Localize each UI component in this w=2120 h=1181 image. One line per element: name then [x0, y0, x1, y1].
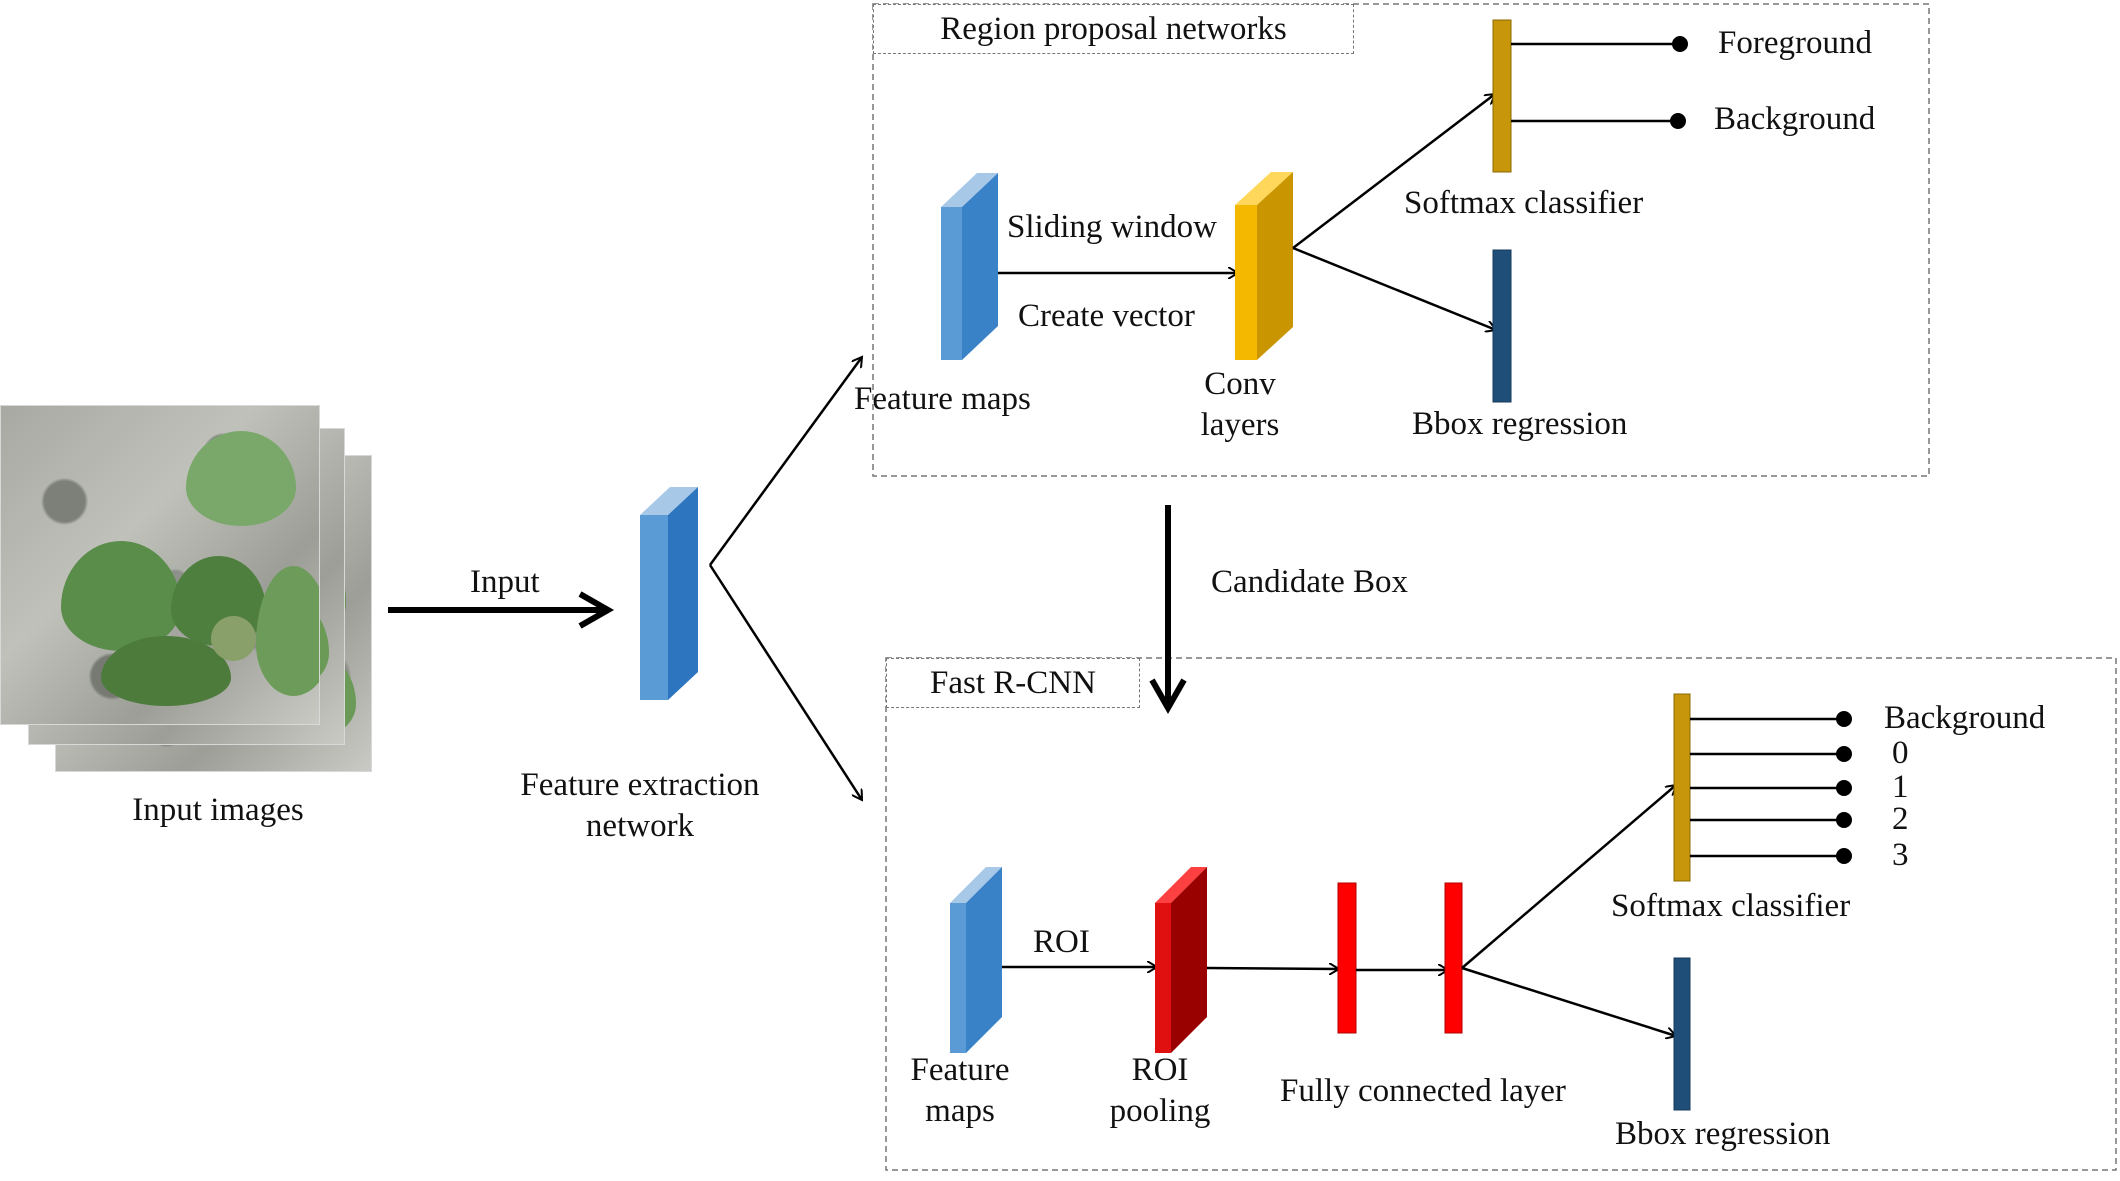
input-images-label: Input images [132, 792, 304, 828]
frcnn-output-label-1: 1 [1892, 769, 1909, 805]
frcnn-output-label-background: Background [1884, 700, 2046, 736]
frcnn-softmax-bar [1673, 693, 1691, 882]
feature-extraction-label-line1: Feature extraction [520, 767, 760, 803]
rpn-title: Region proposal networks [873, 4, 1354, 54]
fc-layer-label: Fully connected layer [1280, 1073, 1566, 1109]
frcnn-softmax-label: Softmax classifier [1611, 888, 1851, 924]
frcnn-output-label-3: 3 [1892, 837, 1909, 873]
rpn-output-dot-background [1670, 113, 1686, 129]
input-image-front [0, 405, 320, 725]
rpn-output-label-foreground: Foreground [1718, 25, 1872, 61]
rpn-softmax-bar [1492, 19, 1512, 173]
rpn-softmax-label: Softmax classifier [1404, 185, 1644, 221]
roi-pooling-label-line1: ROI [1131, 1052, 1189, 1088]
conv-layers-label-line2: layers [1200, 407, 1280, 443]
fast-rcnn-panel [885, 657, 2117, 1171]
frcnn-output-dot-1 [1836, 780, 1852, 796]
frcnn-bbox-bar [1673, 957, 1691, 1111]
roi-pooling-block [1155, 867, 1207, 1053]
feature-extraction-block [640, 487, 698, 700]
rpn-output-dot-foreground [1672, 36, 1688, 52]
conv-layers-label-line1: Conv [1204, 366, 1276, 402]
rpn-feature-map-block [941, 173, 998, 360]
input-arrow-label: Input [470, 564, 540, 600]
fe-to-fast-rcnn-arrow [708, 564, 862, 800]
fast-rcnn-feature-map-block [950, 867, 1002, 1053]
frcnn-output-dot-0 [1836, 746, 1852, 762]
conv-layers-block [1235, 172, 1293, 360]
fc-to-softmax-arrow [1461, 785, 1676, 969]
frcnn-feature-maps-line2: maps [925, 1093, 995, 1129]
roi-pooling-label-line2: pooling [1109, 1093, 1211, 1129]
rpn-feature-maps-label: Feature maps [854, 381, 1031, 417]
sliding-window-label: Sliding window [1007, 209, 1217, 245]
feature-extraction-label-line2: network [585, 808, 695, 844]
fc-layer-2 [1444, 882, 1463, 1034]
conv-to-softmax-arrow [1292, 94, 1495, 249]
rpn-bbox-bar [1492, 249, 1512, 403]
conv-to-bbox-arrow [1292, 246, 1496, 330]
frcnn-output-label-2: 2 [1892, 801, 1909, 837]
frcnn-output-dot-3 [1836, 848, 1852, 864]
frcnn-bbox-label: Bbox regression [1615, 1116, 1831, 1152]
fc-layer-1 [1337, 882, 1357, 1034]
frcnn-output-dot-background [1836, 711, 1852, 727]
frcnn-output-dot-2 [1836, 812, 1852, 828]
roi-label: ROI [1033, 924, 1090, 960]
frcnn-output-label-0: 0 [1892, 735, 1909, 771]
candidate-box-label: Candidate Box [1211, 564, 1409, 600]
fast-rcnn-title: Fast R-CNN [886, 658, 1140, 708]
rpn-panel [872, 3, 1930, 477]
rpn-bbox-label: Bbox regression [1412, 406, 1628, 442]
fc-to-bbox-arrow [1461, 966, 1676, 1036]
pool-to-fc1-arrow [1206, 968, 1339, 969]
rpn-output-label-background: Background [1714, 101, 1876, 137]
create-vector-label: Create vector [1018, 298, 1195, 334]
fe-to-rpn-arrow [708, 357, 862, 566]
frcnn-feature-maps-line1: Feature [910, 1052, 1010, 1088]
